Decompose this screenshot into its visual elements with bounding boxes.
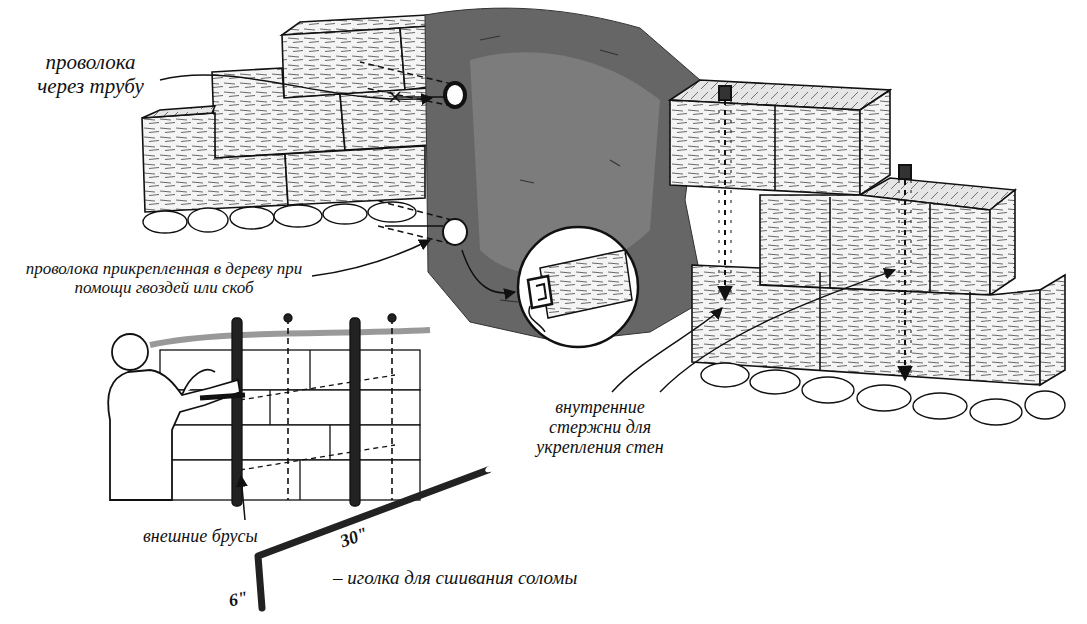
detail-magnifier-part [536, 284, 546, 300]
inner-rods-part [719, 86, 731, 100]
right-wall-bales-part [670, 100, 860, 195]
detail-magnifier [518, 227, 638, 347]
detail-magnifier-part [528, 276, 552, 308]
left-foundation-stones-part [230, 207, 274, 229]
inner-rods-part [899, 180, 911, 378]
detail-magnifier-part [518, 227, 638, 347]
detail-magnifier-part [540, 250, 632, 318]
wire-pipes-part [385, 225, 443, 227]
left-foundation-stones-part [143, 211, 187, 233]
stitching-inset-part [309, 350, 310, 390]
callout-label: внешние брусы [140, 525, 261, 547]
wire-pipes-part [375, 200, 452, 244]
stitching-inset-part [112, 334, 148, 370]
stitching-inset-part [388, 314, 396, 322]
right-wall-bales-part [969, 292, 971, 380]
right-foundation-stones-part [1025, 391, 1065, 419]
left-foundation-stones-part [323, 204, 367, 224]
right-foundation-stones-part [857, 385, 911, 411]
detail-magnifier-part [529, 306, 545, 332]
leader-lines-part [312, 240, 430, 276]
callout-label: проволока через трубу [28, 50, 153, 99]
leader-lines-part [160, 75, 432, 99]
callout-label: внутренние стержни для укрепления стен [514, 396, 686, 458]
right-foundation-stones [701, 363, 1065, 425]
stitching-inset-part [182, 370, 215, 395]
stitching-inset-part [284, 314, 292, 322]
plaster-area-part [425, 8, 705, 342]
dimension-label: 6" [224, 586, 252, 612]
leader-lines-part [241, 476, 245, 520]
right-wall-bales-part [819, 272, 821, 370]
wire-pipes-part [445, 83, 465, 107]
callout-label: – иголка для сшивания соломы [330, 566, 580, 589]
left-foundation-stones [143, 202, 416, 233]
left-wall-bales [142, 14, 445, 212]
stitching-inset-part [329, 425, 330, 460]
stitching-needle-part [484, 464, 495, 473]
stitching-inset-part [299, 460, 300, 500]
right-wall-bales [670, 80, 1065, 385]
leader-lines-part [612, 308, 722, 392]
right-wall-bales-part [860, 90, 890, 195]
inner-rods [719, 86, 911, 380]
leader-lines-part [660, 270, 895, 392]
left-wall-bales-part [142, 113, 288, 212]
callout-label: проволока прикрепленная в дереву при пом… [20, 258, 308, 298]
right-wall-bales-part [774, 105, 776, 190]
inner-rods-part [724, 100, 726, 300]
stitching-inset-part [350, 318, 360, 506]
right-foundation-stones-part [970, 399, 1022, 425]
inner-rods-part [899, 165, 911, 179]
right-wall-bales-part [929, 204, 931, 292]
left-wall-bales-part [212, 68, 345, 158]
left-wall-bales-part [285, 146, 425, 205]
stitching-inset-part [160, 460, 420, 500]
right-foundation-stones-part [913, 393, 967, 419]
inner-rods-part [904, 180, 906, 380]
right-wall-bales-part [829, 197, 831, 288]
stitching-inset-part [160, 350, 420, 390]
stitching-inset-part [288, 318, 392, 500]
inner-rods-part [719, 100, 731, 298]
right-wall-bales-part [1040, 275, 1065, 385]
right-wall-bales-part [760, 195, 990, 295]
stitching-inset-part [160, 425, 420, 460]
stitching-inset-part [200, 395, 245, 398]
stitching-inset-part [150, 330, 430, 345]
right-foundation-stones-part [701, 363, 749, 387]
stitching-inset-part [240, 375, 395, 470]
left-foundation-stones-part [274, 205, 322, 227]
leader-lines-part [462, 250, 515, 293]
wire-pipes-part [443, 219, 467, 245]
stitching-inset [108, 314, 430, 506]
right-foundation-stones-part [750, 370, 800, 394]
right-foundation-stones-part [802, 377, 854, 403]
stitching-inset-part [108, 370, 240, 500]
wire-pipes-part [390, 92, 445, 102]
right-wall-bales-part [990, 190, 1015, 295]
wire-pipes [360, 62, 467, 245]
left-foundation-stones-part [188, 208, 228, 232]
plaster-area [425, 8, 705, 342]
left-wall-bales-part [142, 106, 215, 118]
